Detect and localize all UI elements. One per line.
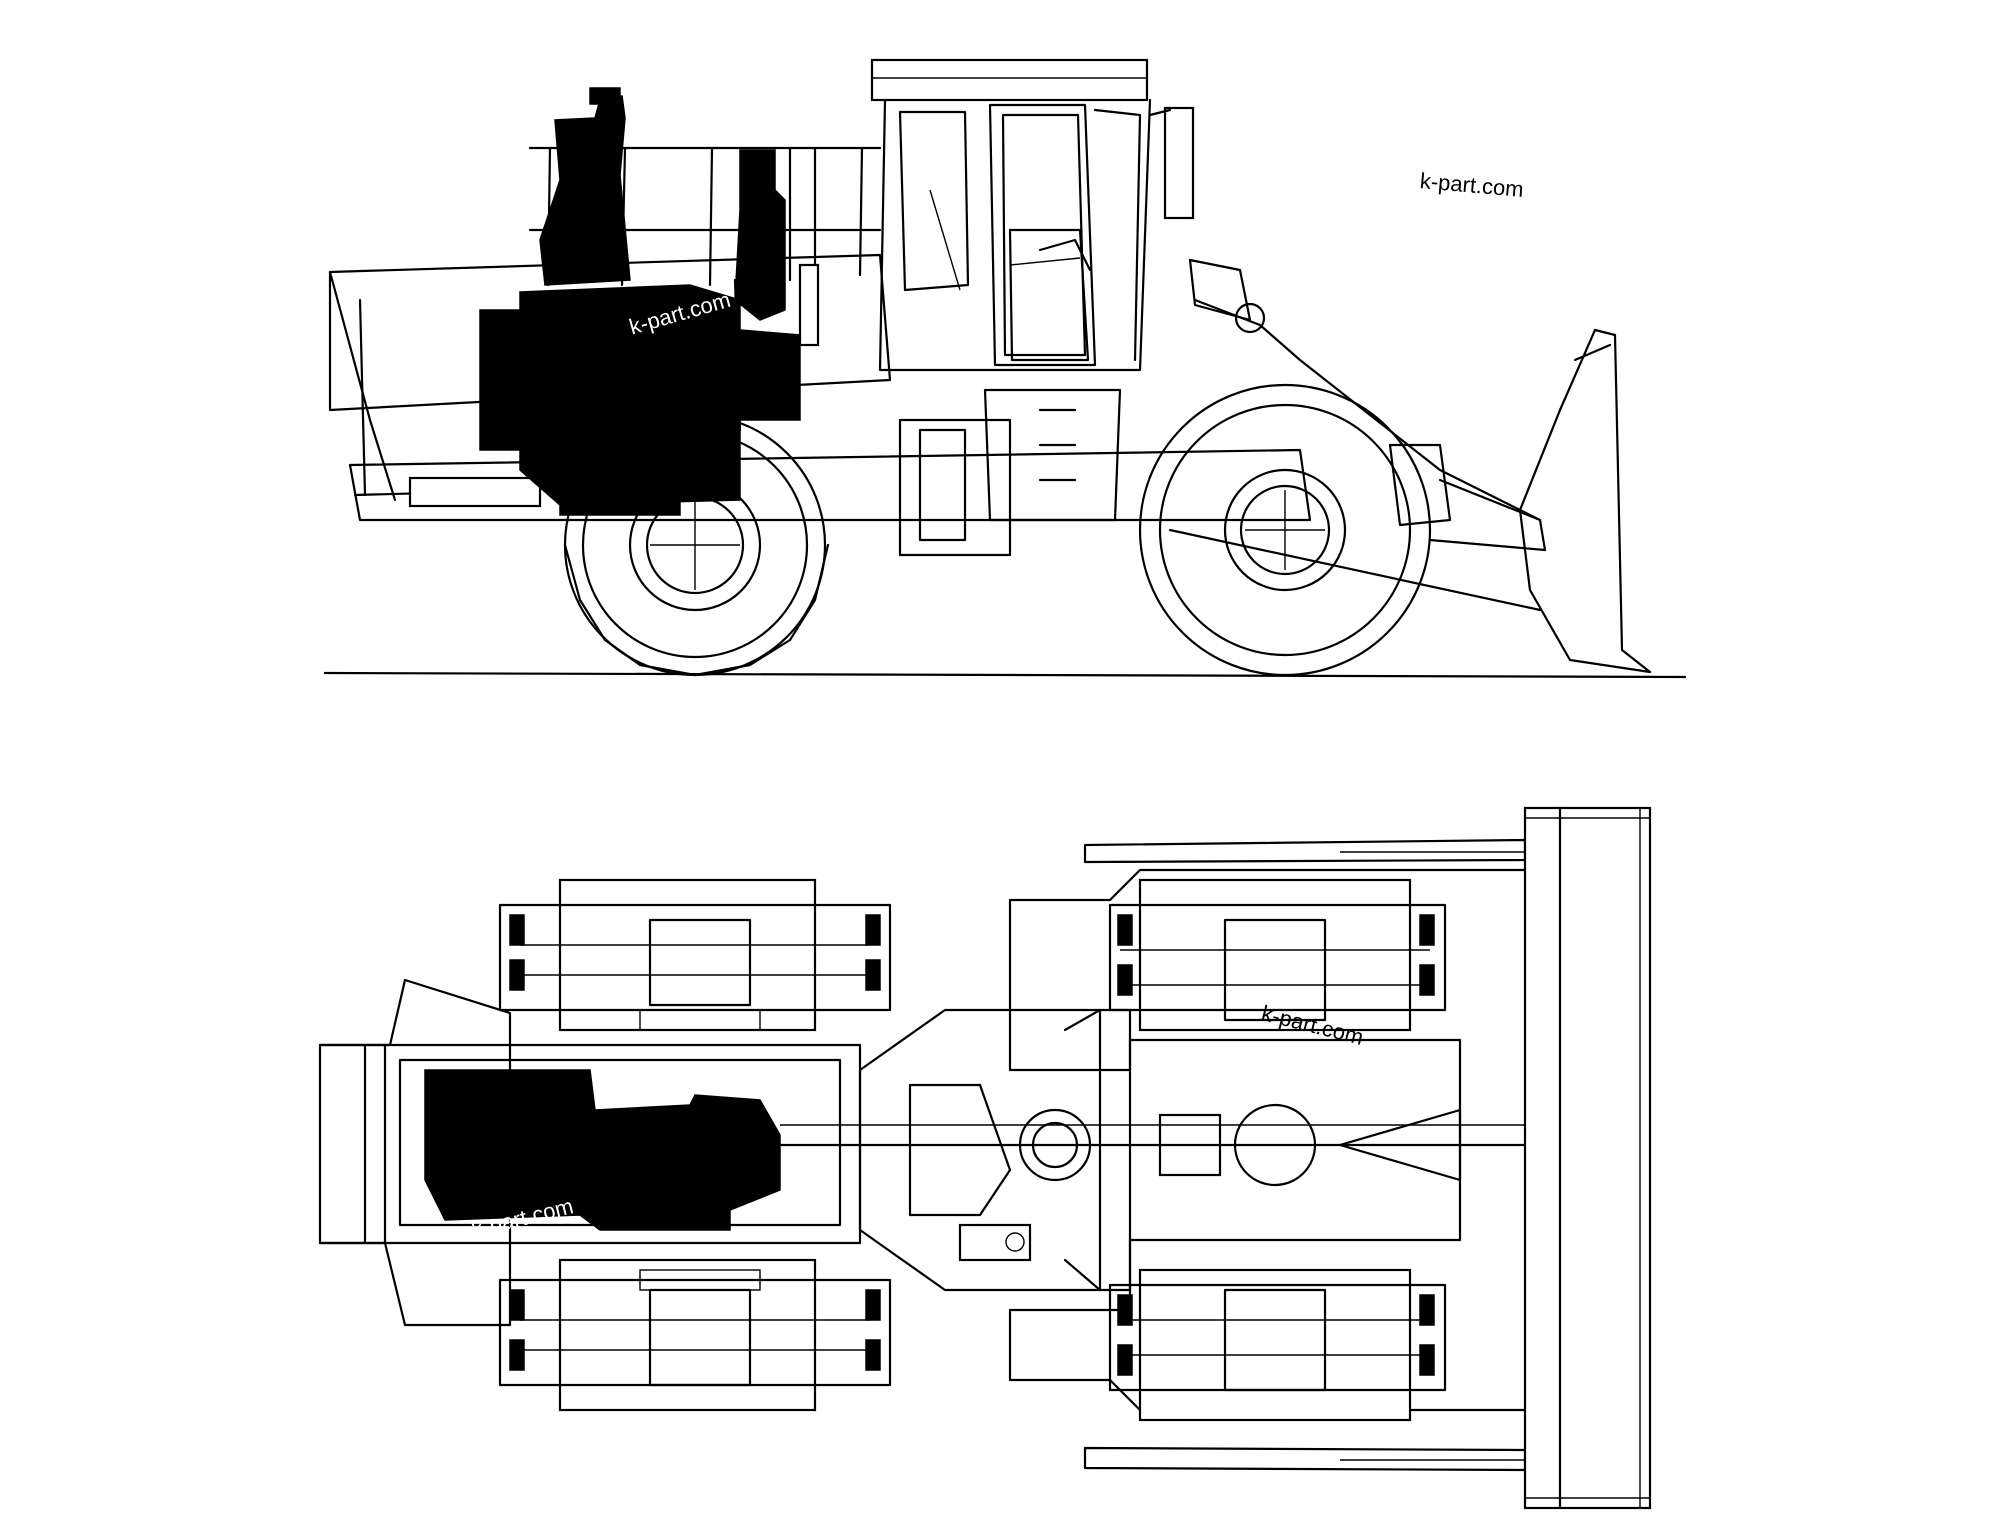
cab-roof (870, 58, 1149, 102)
front-wheel (1138, 383, 1432, 677)
dozer-blade-top (1523, 806, 1652, 1510)
front-wheel-left-top (1108, 878, 1447, 1032)
side-view (323, 58, 1687, 679)
ground-line (323, 671, 1687, 679)
top-view (318, 806, 1652, 1510)
rear-wheel (563, 413, 830, 677)
front-wheel-right-top (1108, 1268, 1447, 1422)
wheel-teeth (509, 914, 1435, 1376)
front-frame (1008, 868, 1542, 1412)
dozer-blade-side (1168, 258, 1652, 674)
rear-wheel-left-top (498, 878, 892, 1032)
frame-rail (348, 448, 1312, 522)
engine-block (479, 87, 801, 516)
cab (878, 98, 1195, 372)
engine-block-top (424, 1069, 781, 1231)
mirror (1163, 106, 1195, 220)
rear-wheel-right-top (498, 1258, 892, 1412)
